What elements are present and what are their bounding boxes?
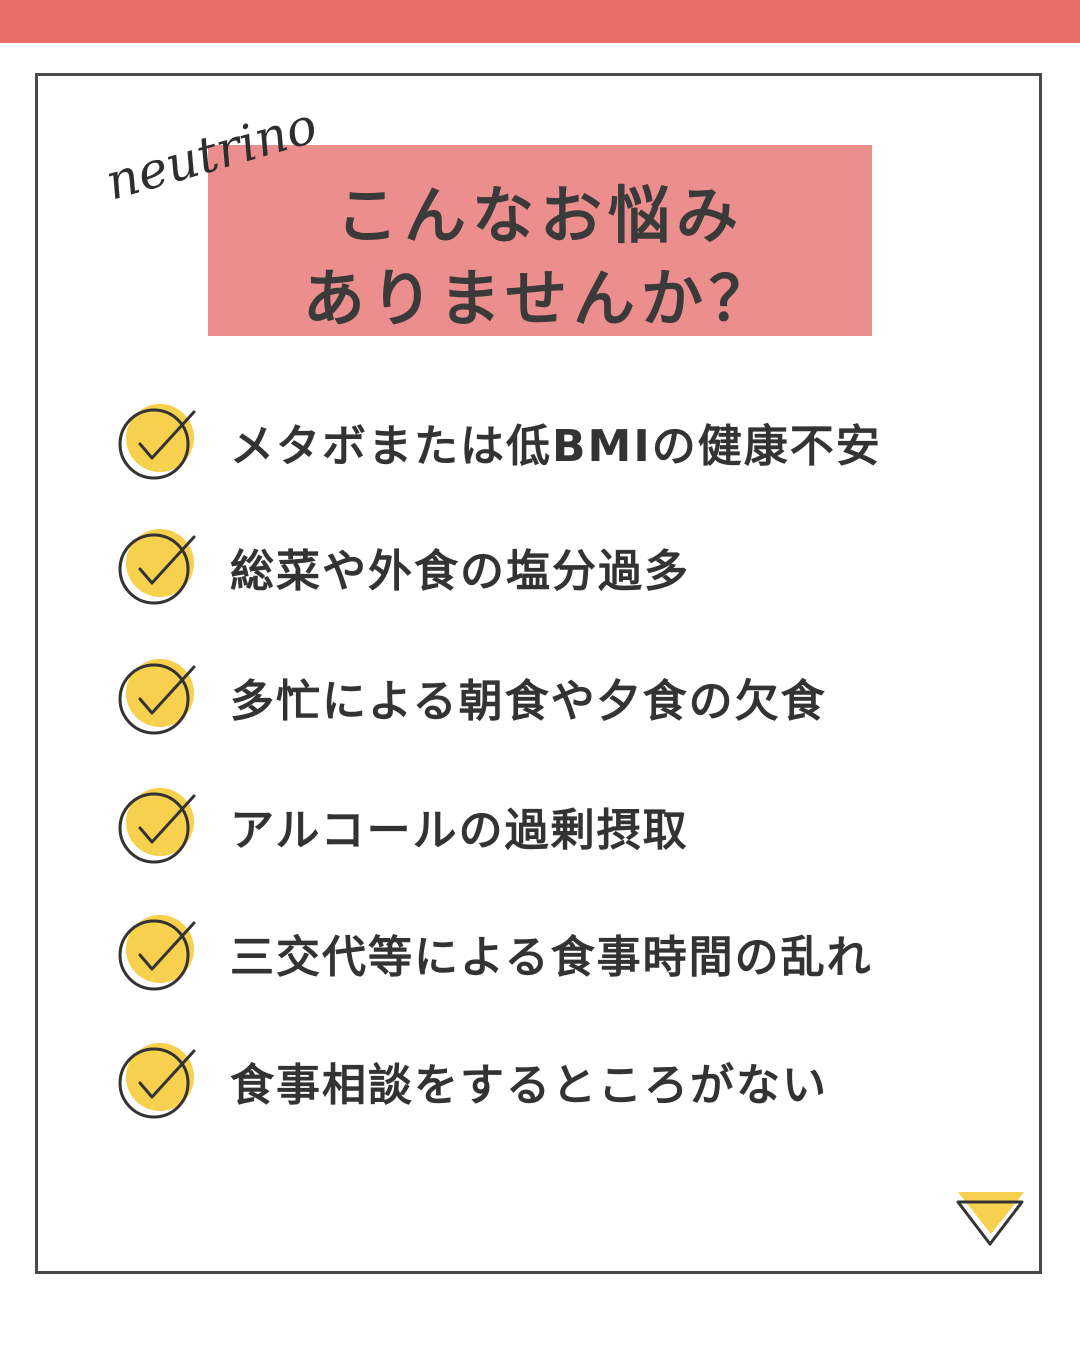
checklist-item: 三交代等による食事時間の乱れ [118, 911, 948, 991]
checklist-item: メタボまたは低BMIの健康不安 [118, 400, 948, 480]
checklist-item-label: メタボまたは低BMIの健康不安 [230, 421, 882, 472]
checklist-item: アルコールの過剰摂取 [118, 784, 948, 864]
checklist-item: 食事相談をするところがない [118, 1039, 948, 1119]
checklist-item-label: 三交代等による食事時間の乱れ [230, 932, 873, 983]
checklist-item-label: 食事相談をするところがない [230, 1060, 828, 1111]
page-title-line-1: こんなお悩み [335, 179, 744, 252]
check-circle-icon [118, 788, 196, 864]
check-circle-icon [118, 529, 196, 605]
check-circle-icon [118, 659, 196, 735]
down-triangle-icon[interactable] [954, 1190, 1028, 1248]
title-box [208, 145, 872, 336]
checklist-item: 総菜や外食の塩分過多 [118, 525, 948, 605]
top-accent-bar [0, 0, 1080, 43]
check-circle-icon [118, 1043, 196, 1119]
check-circle-icon [118, 404, 196, 480]
checklist-item-label: 総菜や外食の塩分過多 [230, 546, 690, 597]
checklist-item-label: 多忙による朝食や夕食の欠食 [230, 676, 827, 727]
checklist-item-label: アルコールの過剰摂取 [230, 805, 689, 856]
page-title-line-2: ありませんか？ [302, 262, 778, 335]
checklist-item: 多忙による朝食や夕食の欠食 [118, 655, 948, 735]
check-circle-icon [118, 915, 196, 991]
